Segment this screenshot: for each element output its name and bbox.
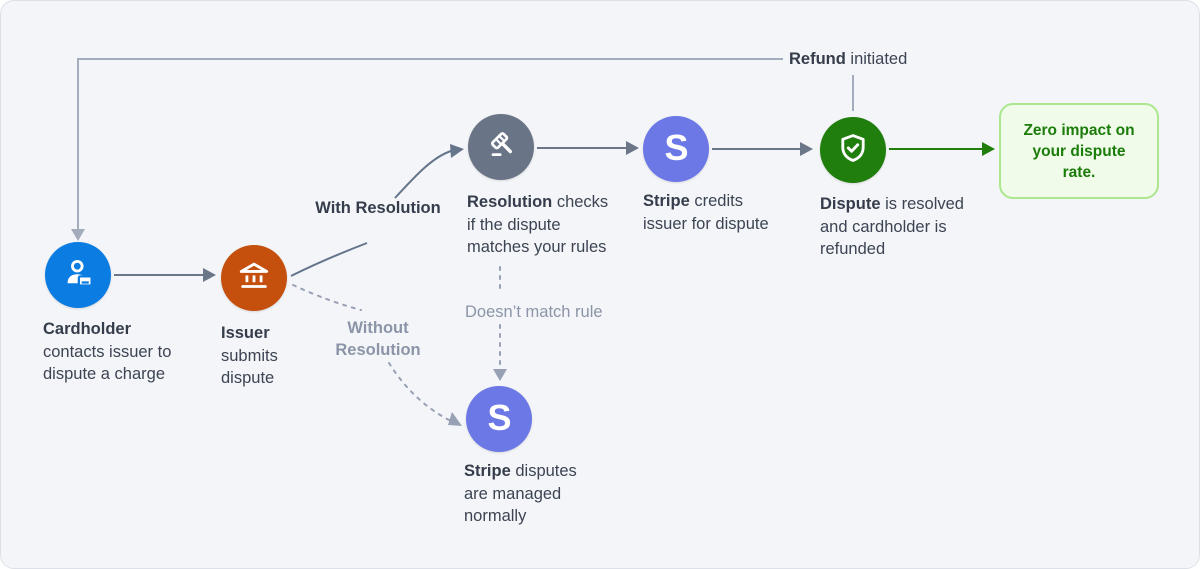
node-issuer (221, 245, 287, 311)
arrow-resolution-stripe (537, 141, 639, 155)
stripe-normal-label: Stripe disputes are managed normally (464, 460, 586, 528)
node-resolution (468, 114, 534, 180)
node-stripe-normal: S (466, 386, 532, 452)
refund-initiated-label: Refund initiated (789, 48, 907, 70)
issuer-label: Issuer submits dispute (221, 322, 313, 390)
arrow-shield-outcome (889, 142, 995, 156)
refund-connector (71, 58, 854, 241)
arrow-cardholder-issuer (114, 268, 216, 282)
resolution-label: Resolution checks if the dispute matches… (467, 191, 619, 259)
outcome-text: Zero impact on your dispute rate. (1023, 121, 1135, 181)
person-card-icon (61, 256, 95, 295)
no-match-label: Doesn’t match rule (465, 303, 603, 321)
dashed-no-match-connector (493, 266, 507, 381)
refund-label-bold: Refund (789, 50, 846, 68)
dispute-resolved-label-rest: is resolved and cardholder is refunded (820, 195, 964, 258)
bank-icon (237, 259, 271, 298)
issuer-label-bold: Issuer (221, 324, 270, 342)
dispute-resolved-label: Dispute is resolved and cardholder is re… (820, 193, 972, 261)
curve-without-resolution (292, 284, 462, 426)
node-dispute-resolved (820, 117, 886, 183)
stripe-s-icon: S (487, 397, 511, 438)
resolution-label-bold: Resolution (467, 193, 553, 211)
resolution-label-rest: checks if the dispute matches your rules (467, 193, 609, 256)
cardholder-label-rest: contacts issuer to dispute a charge (43, 342, 172, 384)
stripe-s-icon: S (664, 127, 688, 168)
without-resolution-label: Without Resolution (335, 319, 421, 359)
curve-with-resolution (290, 144, 464, 277)
node-stripe-credit: S (643, 116, 709, 182)
stripe-credit-label: Stripe credits issuer for dispute (643, 190, 783, 235)
stripe-normal-label-rest: disputes are managed normally (464, 462, 577, 525)
stripe-credit-label-bold: Stripe (643, 192, 690, 210)
node-cardholder (45, 242, 111, 308)
stripe-normal-label-bold: Stripe (464, 462, 511, 480)
stripe-credit-label-rest: credits issuer for dispute (643, 192, 769, 233)
issuer-label-rest: submits dispute (221, 346, 278, 388)
outcome-box: Zero impact on your dispute rate. (999, 103, 1159, 199)
cardholder-label-bold: Cardholder (43, 320, 132, 338)
arrow-stripe-shield (712, 142, 813, 156)
gavel-icon (484, 128, 518, 167)
refund-label-rest: initiated (845, 50, 908, 68)
shield-check-icon (836, 131, 870, 170)
with-resolution-label: With Resolution (315, 199, 441, 217)
dispute-resolved-label-bold: Dispute (820, 195, 881, 213)
cardholder-label: Cardholder contacts issuer to dispute a … (43, 318, 177, 386)
